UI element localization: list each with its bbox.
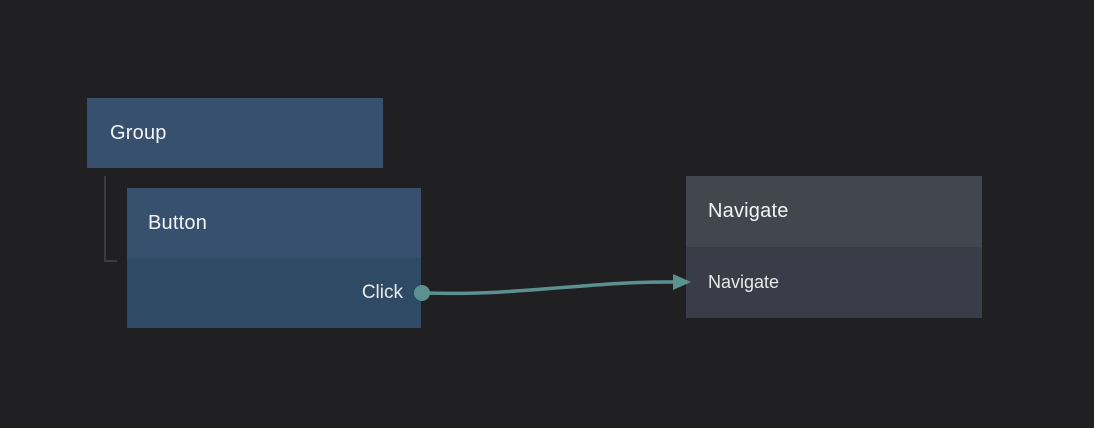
node-navigate-header[interactable]: Navigate	[686, 176, 982, 247]
node-group-title: Group	[110, 121, 167, 144]
node-button-title: Button	[148, 211, 208, 234]
tree-connector-line	[104, 176, 117, 262]
node-button-header[interactable]: Button	[127, 188, 421, 258]
node-button[interactable]: Button Click	[127, 188, 421, 328]
click-port-label: Click	[361, 282, 403, 303]
node-group-header[interactable]: Group	[87, 98, 383, 168]
node-navigate[interactable]: Navigate Navigate	[686, 176, 982, 318]
navigate-action-label: Navigate	[708, 272, 780, 292]
node-navigate-title: Navigate	[708, 200, 789, 222]
node-button-click-port-row[interactable]: Click	[127, 258, 421, 328]
edge-wire[interactable]	[425, 280, 677, 296]
node-group[interactable]: Group	[87, 98, 383, 168]
node-navigate-action-row[interactable]: Navigate	[686, 247, 982, 318]
edge-click-to-navigate[interactable]	[414, 274, 691, 301]
